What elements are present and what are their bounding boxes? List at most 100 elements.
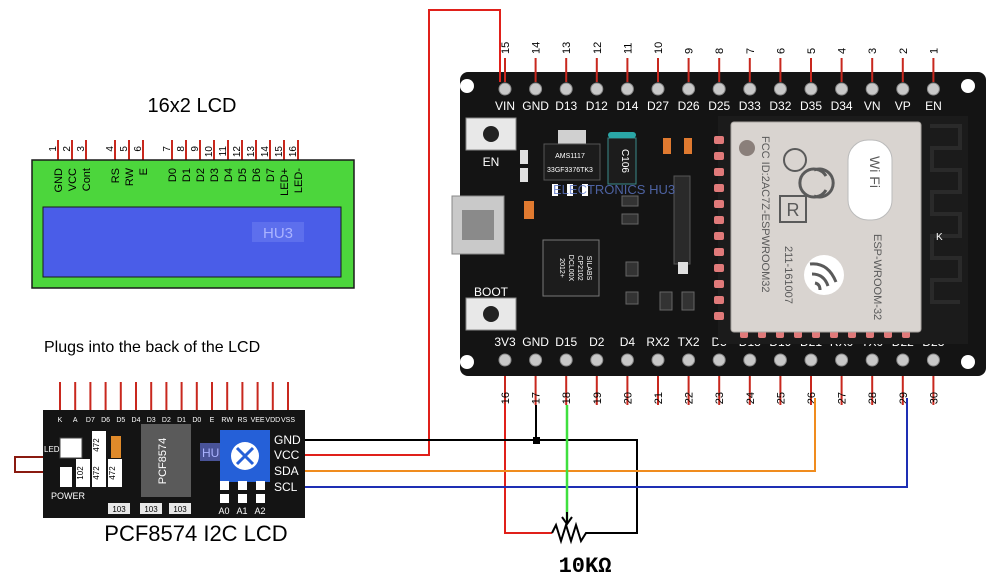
i2c-header-label: VEE	[251, 417, 265, 424]
lcd-pin-number: 6	[133, 146, 144, 152]
wire-vcc-red	[305, 9, 501, 456]
lcd-pin-number: 9	[190, 146, 201, 152]
wire-pot-vcc-red	[504, 405, 552, 534]
esp32-top-pin-number: 8	[714, 48, 726, 54]
smd-component	[663, 138, 671, 154]
smd-resistor	[108, 459, 122, 487]
esp32-bottom-pin-number: 22	[684, 392, 696, 404]
pin-pad	[712, 353, 726, 367]
cp2102-chip	[542, 239, 600, 297]
regulator	[543, 143, 601, 181]
esp32-top-pin-label: D27	[647, 99, 669, 113]
smd-component	[625, 291, 639, 305]
usb-chip-line-4: 2012+	[558, 258, 565, 278]
module-pad	[714, 248, 724, 256]
module-pad	[714, 184, 724, 192]
power-label: POWER	[51, 491, 86, 501]
pin-pad	[926, 353, 940, 367]
lcd-pin-number: 10	[204, 146, 215, 158]
esp32-top-pin-label: D34	[831, 99, 853, 113]
esp32-top-pin-number: 14	[531, 42, 543, 54]
lcd-pin-label: Cont	[81, 168, 93, 191]
lcd-pin-number: 7	[162, 146, 173, 152]
smd-component	[659, 291, 673, 311]
pin-pad	[712, 82, 726, 96]
resistor-label: 472	[108, 466, 117, 480]
bottom-code-label: 103	[144, 505, 158, 514]
wroom-code-text: 211-161007	[782, 246, 794, 304]
smd-component	[681, 291, 695, 311]
pin-pad	[651, 353, 665, 367]
signal-pin-label: GND	[274, 433, 301, 447]
pin-pad	[590, 353, 604, 367]
signal-pin-label: VCC	[274, 448, 300, 462]
lcd-pin-number: 3	[76, 146, 87, 152]
esp32-top-pin-label: EN	[925, 99, 942, 113]
esp32-top-pin-number: 7	[745, 48, 757, 54]
esp32-board: 15VIN14GND13D1312D1211D1410D279D268D257D…	[451, 42, 986, 405]
i2c-header-label: D2	[162, 417, 171, 424]
r-mark-letter: R	[787, 200, 800, 220]
lcd-pin-number: 15	[274, 146, 285, 158]
certification-icon	[783, 148, 807, 172]
esp32-top-pin-label: D12	[586, 99, 608, 113]
wroom-fcc-text: FCC ID:2AC7Z-ESPWROOM32	[759, 136, 771, 292]
smd-code-box	[108, 503, 130, 514]
bottom-code-label: 103	[173, 505, 187, 514]
pin-pad	[804, 82, 818, 96]
module-pad	[714, 136, 724, 144]
lcd-pin-number: 2	[62, 146, 73, 152]
pin-pad	[620, 82, 634, 96]
smd-component	[621, 195, 639, 207]
pin-pad	[865, 82, 879, 96]
esp32-top-pin-number: 15	[500, 42, 512, 54]
usb-chip-line-3: DCL00X	[567, 255, 574, 282]
regulator-pin	[567, 184, 573, 196]
address-pad	[238, 494, 247, 503]
i2c-header-label: D1	[177, 417, 186, 424]
pin-pad	[835, 82, 849, 96]
capacitor-band	[608, 132, 636, 138]
wire-scl-blue	[305, 398, 908, 488]
esp32-top-pin-number: 1	[928, 48, 940, 54]
i2c-header-label: K	[58, 417, 63, 424]
pin-pad	[559, 82, 573, 96]
lcd-pin-label: E	[138, 168, 150, 175]
potentiometer-10k: 10KΩ	[551, 512, 611, 579]
lcd-pin-number: 13	[246, 146, 257, 158]
mount-hole	[961, 355, 975, 369]
resistor-label: 472	[92, 466, 101, 480]
i2c-header-label: VSS	[281, 417, 295, 424]
esp32-bottom-pin-label: TX2	[678, 335, 700, 349]
i2c-module-name: PCF8574 I2C LCD	[104, 521, 287, 546]
smd-code-box	[169, 503, 191, 514]
regulator-pin	[552, 184, 558, 196]
smd-component	[520, 168, 528, 182]
address-label: A1	[236, 506, 247, 516]
smd-resistor	[92, 459, 106, 487]
mount-hole	[460, 79, 474, 93]
smd-component	[625, 261, 639, 277]
pin-pad	[865, 353, 879, 367]
lcd-pin-number: 4	[105, 146, 116, 152]
esp32-bottom-pin-number: 23	[714, 392, 726, 404]
esp32-top-pin-number: 11	[622, 43, 634, 54]
lcd-pin-label: LED+	[279, 168, 291, 196]
i2c-header-label: D5	[116, 417, 125, 424]
esp32-top-pin-label: D32	[769, 99, 791, 113]
module-pad	[714, 216, 724, 224]
module-pad	[714, 152, 724, 160]
pcf8574-chip	[141, 424, 191, 497]
resistor-array	[673, 175, 691, 265]
i2c-header-label: VDD	[265, 417, 280, 424]
pin-pad	[590, 82, 604, 96]
regulator-pin	[582, 184, 588, 196]
mount-hole	[460, 355, 474, 369]
address-label: A2	[254, 506, 265, 516]
wifi-logo-text: Wi Fi	[867, 156, 883, 188]
lcd-pin-number: 11	[218, 146, 229, 157]
esp32-bottom-pin-label: GND	[522, 335, 549, 349]
